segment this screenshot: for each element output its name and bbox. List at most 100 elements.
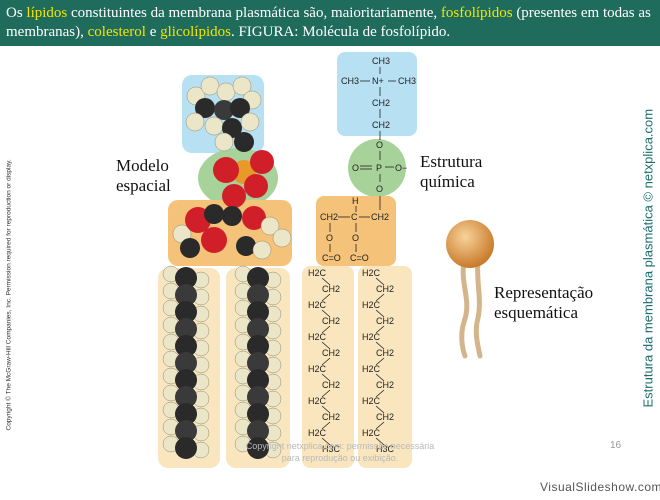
chain-bond xyxy=(375,421,385,430)
chain-bond xyxy=(375,293,385,302)
chain-bond xyxy=(321,341,331,350)
chain-group: H2C xyxy=(308,332,327,342)
title-bar: Os lípidos constituintes da membrana pla… xyxy=(0,0,660,46)
carbon-atom xyxy=(175,267,197,289)
label-space-model: Modelo espacial xyxy=(116,156,171,195)
chain-group: CH2 xyxy=(376,284,394,294)
chain-group: CH2 xyxy=(322,412,340,422)
carbon-atom xyxy=(175,369,197,391)
chem-ch2-glycerol-1: CH2 xyxy=(320,212,338,222)
chain-bond xyxy=(321,293,331,302)
chain-bond xyxy=(321,437,331,446)
carbon-atom xyxy=(175,318,197,340)
schematic-tail-right xyxy=(473,259,483,359)
chain-group: CH2 xyxy=(376,380,394,390)
carbon-atom xyxy=(247,369,269,391)
title-highlight-cholesterol: colesterol xyxy=(87,24,146,40)
title-part: e xyxy=(145,24,161,40)
chem-tail1-region xyxy=(302,266,354,468)
carbon-atom xyxy=(247,386,269,408)
chain-group: H2C xyxy=(362,332,381,342)
chain-group: H2C xyxy=(362,396,381,406)
chem-o-top: O xyxy=(376,140,383,150)
chain-bond xyxy=(375,437,385,446)
title-highlight-glycolipids: glicolípidos xyxy=(160,24,231,40)
copyright-mcgrawhill: Copyright © The McGraw-Hill Companies, I… xyxy=(5,159,13,431)
carbon-atom xyxy=(247,318,269,340)
space-model-glycerol-atoms xyxy=(172,204,292,260)
chem-o-minus: O− xyxy=(395,163,407,173)
chain-bond xyxy=(321,277,331,286)
chain-group: H2C xyxy=(308,300,327,310)
chain-group: CH2 xyxy=(322,380,340,390)
chain-group: H2C xyxy=(362,300,381,310)
chain-bond xyxy=(375,389,385,398)
chem-c-eq-o-1: C=O xyxy=(322,253,341,263)
chain-bond xyxy=(321,405,331,414)
chem-ch3-right: CH3 xyxy=(398,76,416,86)
schematic-head xyxy=(446,220,494,268)
label-schematic: Representação esquemática xyxy=(494,283,594,322)
chain-group: H2C xyxy=(308,428,327,438)
title-part: Os xyxy=(6,5,27,21)
chain-group: H2C xyxy=(308,364,327,374)
chem-ch2-2: CH2 xyxy=(372,120,390,130)
carbon-atom xyxy=(175,301,197,323)
chain-group: H3C xyxy=(322,444,341,454)
label-chemical-structure: Estrutura química xyxy=(420,152,483,191)
chem-c-eq-o-2: C=O xyxy=(350,253,369,263)
chain-bond xyxy=(321,325,331,334)
title-text: Os lípidos constituintes da membrana pla… xyxy=(6,4,654,42)
chem-o-left: O xyxy=(352,163,359,173)
chem-p: P xyxy=(376,163,382,173)
carbon-atom xyxy=(247,267,269,289)
chem-ch3-left: CH3 xyxy=(341,76,359,86)
schematic-tail-left xyxy=(459,259,470,359)
chain-bond xyxy=(375,277,385,286)
carbon-atom xyxy=(175,437,197,459)
chem-c-center: C xyxy=(351,212,358,222)
carbon-atom xyxy=(247,301,269,323)
chem-ch3-top: CH3 xyxy=(372,56,390,66)
chem-h: H xyxy=(352,196,359,206)
chain-bond xyxy=(375,357,385,366)
title-part: (presentes em todas as membranas), xyxy=(6,5,651,40)
carbon-atom xyxy=(247,284,269,306)
chem-phosphate-region xyxy=(348,139,406,197)
chain-bond xyxy=(321,389,331,398)
chain-group: H2C xyxy=(362,364,381,374)
chain-group: H2C xyxy=(308,268,327,278)
watermark: Copyright netxplica.com: permissão neces… xyxy=(245,441,435,463)
space-model-tail1-atoms xyxy=(162,265,210,459)
chem-n-plus: N+ xyxy=(372,76,384,86)
carbon-atom xyxy=(247,403,269,425)
title-part: constituintes da membrana plasmática são… xyxy=(67,5,441,21)
chem-ch2-glycerol-2: CH2 xyxy=(371,212,389,222)
chain-bond xyxy=(375,309,385,318)
chain-group: CH2 xyxy=(322,348,340,358)
chem-o-ester-1: O xyxy=(326,233,333,243)
carbon-atom xyxy=(247,335,269,357)
chain-group: H2C xyxy=(362,428,381,438)
carbon-atom xyxy=(175,403,197,425)
chem-tail2-region xyxy=(358,266,412,468)
chain-bond xyxy=(321,309,331,318)
carbon-atom xyxy=(247,420,269,442)
copyright-netxplica: Estrutura da membrana plasmática © netxp… xyxy=(640,108,656,408)
carbon-atom xyxy=(175,420,197,442)
page-number: 16 xyxy=(610,440,622,451)
chem-o-ester-2: O xyxy=(352,233,359,243)
title-highlight-lipids: lípidos xyxy=(26,5,68,21)
title-highlight-phospholipids: fosfolípidos xyxy=(440,5,513,21)
space-model-phosphate-atoms xyxy=(213,150,274,208)
chain-bond xyxy=(375,405,385,414)
chain-group: CH2 xyxy=(376,316,394,326)
carbon-atom xyxy=(175,352,197,374)
chain-group: CH2 xyxy=(322,316,340,326)
chem-ch2-1: CH2 xyxy=(372,98,390,108)
chain-bond xyxy=(321,357,331,366)
brand-logo: VisualSlideshow.com xyxy=(540,480,660,494)
